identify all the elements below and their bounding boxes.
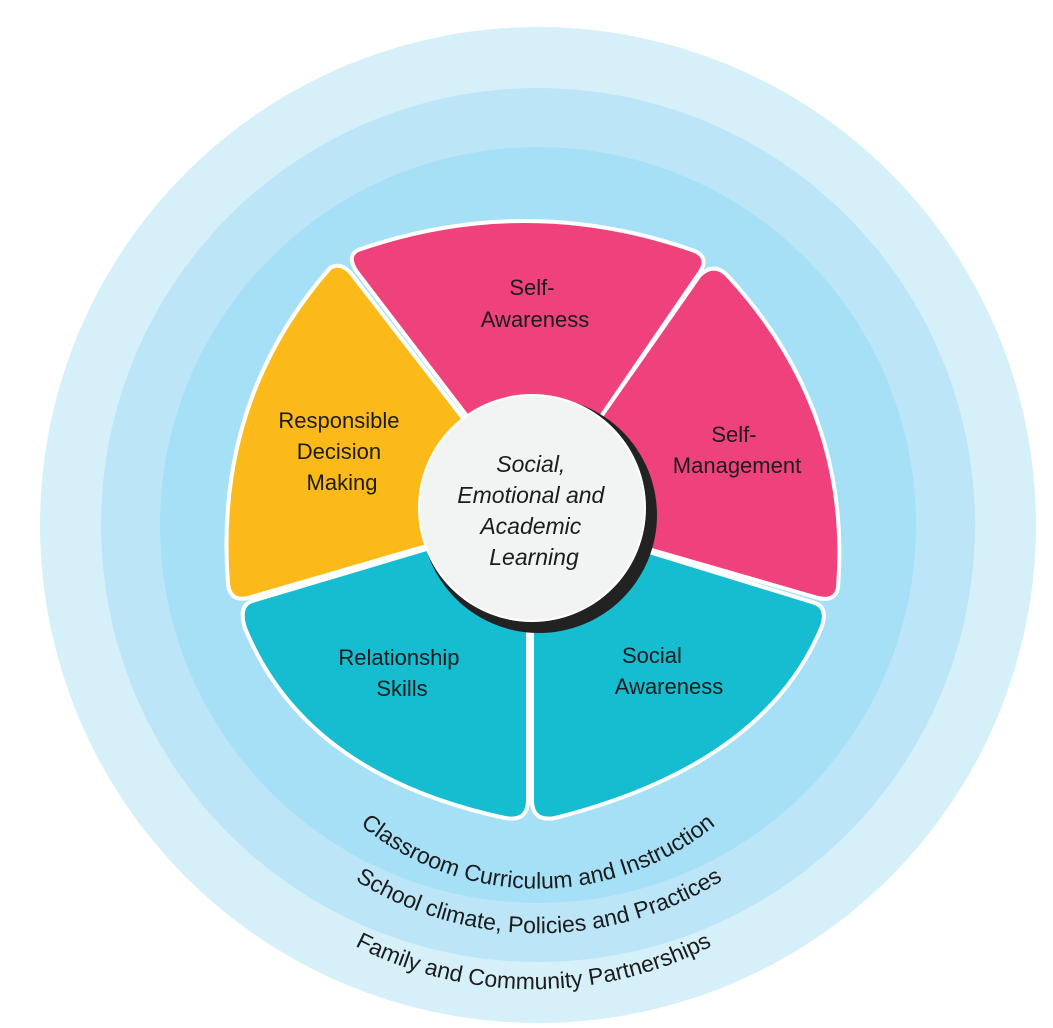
label-self-awareness-line-2: Awareness	[481, 307, 589, 332]
label-social-awareness-line-2: Awareness	[615, 674, 723, 699]
label-rdm-line-3: Making	[307, 470, 378, 495]
label-rdm-line-1: Responsible	[278, 408, 399, 433]
segment-responsible-decision-making	[224, 263, 468, 601]
label-relationship-skills: Relationship Skills	[338, 645, 465, 701]
center-line-1: Social,	[496, 451, 565, 477]
center-line-2: Emotional and	[457, 482, 605, 508]
label-responsible-decision-making: Responsible Decision Making	[278, 408, 405, 495]
segment-self-awareness	[349, 219, 706, 422]
center-line-3: Academic	[478, 513, 581, 539]
label-relationship-skills-line-2: Skills	[376, 676, 427, 701]
label-self-management-line-2: Management	[673, 453, 801, 478]
label-self-awareness: Self- Awareness	[481, 275, 589, 332]
center-title: Social, Emotional and Academic Learning	[457, 451, 610, 570]
center-line-4: Learning	[489, 544, 579, 570]
label-social-awareness: Social Awareness	[615, 643, 723, 699]
label-rdm-line-2: Decision	[297, 439, 381, 464]
center-circle	[418, 394, 646, 622]
label-social-awareness-line-1: Social	[622, 643, 682, 668]
label-self-awareness-line-1: Self-	[509, 275, 554, 300]
label-relationship-skills-line-1: Relationship	[338, 645, 459, 670]
label-self-management-line-1: Self-	[711, 422, 756, 447]
label-self-management: Self- Management	[673, 422, 801, 478]
